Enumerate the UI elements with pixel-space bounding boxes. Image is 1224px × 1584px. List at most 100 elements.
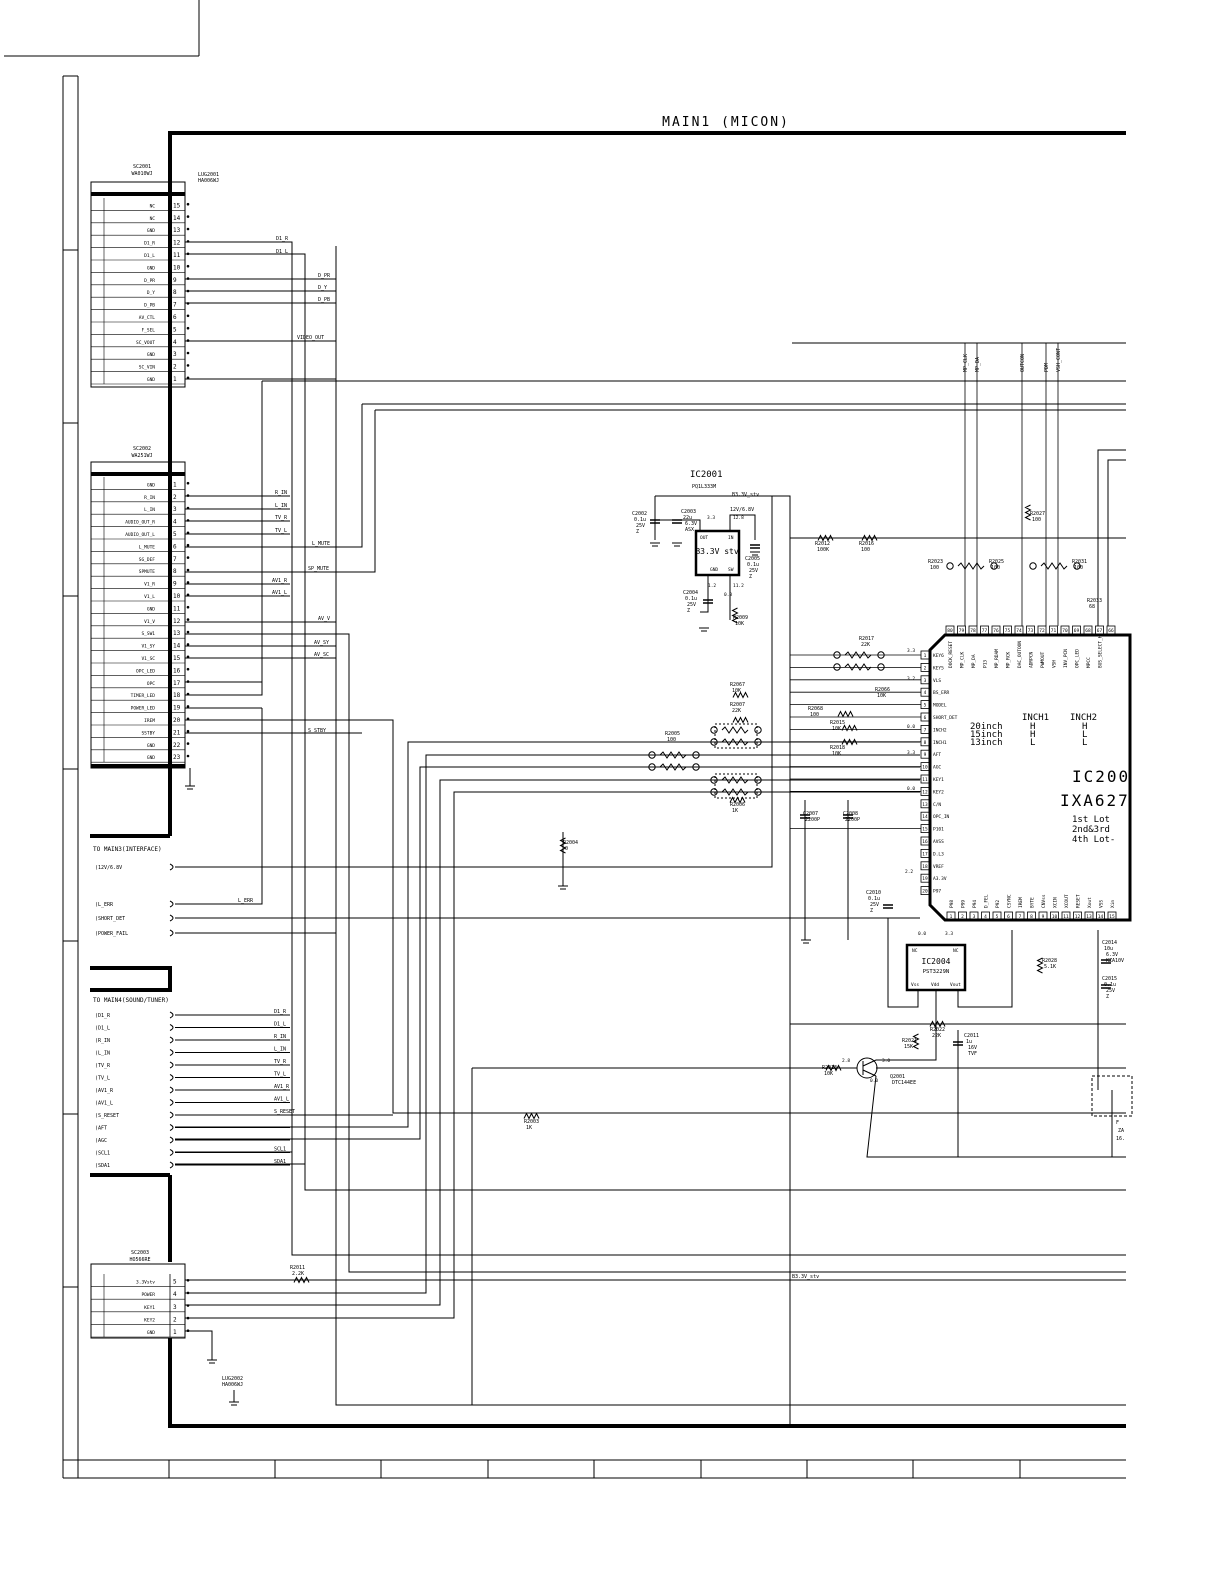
ic2001-pin-sw: SW (728, 567, 734, 573)
ic-left-pin-num-1: 1 (924, 653, 927, 659)
inch-table: INCH1 INCH2 20inch H H 15inch H L 13inch… (970, 713, 1097, 748)
comp-c2015-ref: C2015 (1102, 976, 1117, 982)
sc2002-pin-name-23: GND (147, 755, 155, 761)
sc2002-pin-dot (186, 481, 190, 485)
sc2001-pin-num-7: 7 (173, 302, 177, 309)
ic-left-pin-name-8: INCH1 (933, 740, 947, 746)
volt-3: 0.0 (724, 592, 732, 598)
inch-row-3-v1: L (1030, 738, 1035, 748)
main4-port-12: (SDA1 (95, 1163, 110, 1169)
volt-15: 3.3 (945, 931, 953, 937)
sc2002-pin-name-5: AUDIO_OUT_L (125, 532, 155, 538)
comp-r2013-value: 10K (824, 1071, 833, 1077)
comp-r2004-value: 0 (565, 846, 568, 852)
volt-14: 0.0 (918, 931, 926, 937)
comp-r2031-ref: R2031 (1072, 559, 1087, 565)
ic-main-micon: IC200 IXA627 1st Lot 2nd&3rd 4th Lot- IN… (648, 625, 1132, 922)
sc2002-pin-num-12: 12 (173, 618, 181, 625)
comp-c2005-value: 0.1u (747, 562, 759, 568)
sc2003-pin-name-4: POWER (141, 1292, 155, 1298)
comp-r2011-ref: R2011 (290, 1265, 305, 1271)
ic-top-pin-num-67: 67 (1097, 628, 1103, 634)
sc2002-pin-name-22: GND (147, 743, 155, 749)
ic-top-pin-name-76: MP_RDAM (994, 649, 1000, 668)
sc2002-pin-dot (186, 705, 190, 708)
main3-port-1: (L_ERR (95, 902, 114, 908)
comp-r2017-value: 22K (861, 642, 870, 648)
comp-r2031-value: 100 (1074, 565, 1083, 571)
ic-main-ref: IC200 (1072, 767, 1130, 786)
ic-bot-pin-num-8: 8 (1030, 914, 1033, 920)
ic-bot-pin-name-8: BYTE (1030, 897, 1036, 908)
comp-c2004-extra-1: Z (687, 608, 690, 614)
comp-c2005-extra-0: 25V (749, 568, 758, 574)
comp-c2008-value: 2200P (845, 817, 860, 823)
ic-top-pin-name-70: INV_PCN (1063, 649, 1069, 668)
ic-left-pin-num-19: 19 (922, 876, 928, 882)
sc2002-pin-num-21: 21 (173, 729, 181, 736)
ic-top-pin-name-77: P13 (983, 660, 989, 668)
net-d-pb: D_PB (318, 297, 330, 303)
comp-q2001-value: DTC144EE (892, 1080, 916, 1086)
sheet-frame (62, 75, 1126, 1479)
comp-r2022-ref: R2022 (930, 1027, 945, 1033)
ic2001-label: B3.3V stv (695, 547, 739, 556)
comp-r2022-value: 22K (932, 1033, 941, 1039)
sc2001-pin-num-15: 15 (173, 202, 181, 209)
q2001-transistor (471, 990, 1126, 1405)
main4-port-4: (TV_R (95, 1063, 111, 1069)
inch-header-1: INCH1 (1022, 713, 1049, 723)
net-d-pr: D_PR (318, 273, 331, 279)
ic-left-pin-name-12: KEY2 (933, 789, 944, 795)
inch-row-1-size: 20inch (970, 722, 1003, 732)
net-l-mute: L_MUTE (312, 541, 330, 547)
sc2002-pin-dot (186, 742, 190, 745)
main4-port-1: (D1_L (95, 1026, 110, 1032)
sc2002-pin-name-18: TIMER_LED (131, 693, 156, 699)
net-d-y: D_Y (318, 285, 327, 291)
sc2002-pin-num-3: 3 (173, 506, 177, 513)
sc2002-pin-name-9: V1_R (144, 582, 155, 588)
comp-c2010-value: 0.1u (868, 896, 880, 902)
crystal-ref: F (1116, 1120, 1119, 1126)
main3-port-2: (SHORT_DET (95, 916, 125, 922)
ic-top-pin-num-79: 79 (959, 628, 965, 634)
ic-top-pin-num-80: 80 (947, 628, 953, 634)
lug2002-ref: LUG2002 (222, 1376, 243, 1382)
main4-label-2: R_IN (274, 1034, 286, 1040)
comp-r2033-ref: R2033 (1087, 598, 1102, 604)
ic-left-pin-num-13: 13 (922, 802, 928, 808)
main4-port-0: (D1_R (95, 1013, 111, 1019)
supply-b33: B3.3V_stv (732, 492, 759, 498)
sc2001-pin-name-1: GND (147, 377, 155, 383)
comp-r2003-value: 1K (526, 1125, 532, 1131)
net-sp-mute: SP_MUTE (308, 566, 329, 572)
ic-bot-pin-name-3: P94 (972, 900, 978, 908)
ic-bot-pin-name-10: XCIN (1053, 897, 1059, 908)
ic-bot-pin-num-14: 14 (1098, 914, 1104, 920)
sc2002-pin-name-10: V1_L (144, 594, 155, 600)
sc2003-pin-name-2: KEY2 (144, 1317, 155, 1323)
ic-left-pin-num-18: 18 (922, 864, 928, 870)
ic-left-pin-name-18: VREF (933, 864, 944, 870)
main4-label-3: L_IN (274, 1047, 286, 1053)
comp-r2012-value: 100K (817, 547, 829, 553)
comp-r2068-value: 100 (810, 712, 819, 718)
ic2001-pin-out: OUT (700, 535, 708, 541)
ic2001-regulator: IC2001 PQ1L333M B3.3V_stv 12V/6.8V B3.3V… (654, 470, 1126, 1425)
crystal-part: ZA (1118, 1128, 1124, 1134)
comp-c2010-extra-1: Z (870, 908, 873, 914)
ic-top-pin-num-73: 73 (1028, 628, 1034, 634)
ic-bot-pin-name-11: XCOUT (1064, 894, 1070, 908)
sc2001-pin-dot (186, 326, 190, 330)
comp-r2012-ref: R2012 (815, 541, 830, 547)
sc2001-pin-name-11: D1_L (144, 253, 155, 259)
comp-r2009-value: 10K (735, 621, 744, 627)
volt-8: 3.3 (907, 750, 915, 756)
sc2001-pin-dot (186, 215, 190, 218)
sc2001-pin-dot (186, 376, 190, 380)
sc2001-pin-num-9: 9 (173, 277, 177, 284)
